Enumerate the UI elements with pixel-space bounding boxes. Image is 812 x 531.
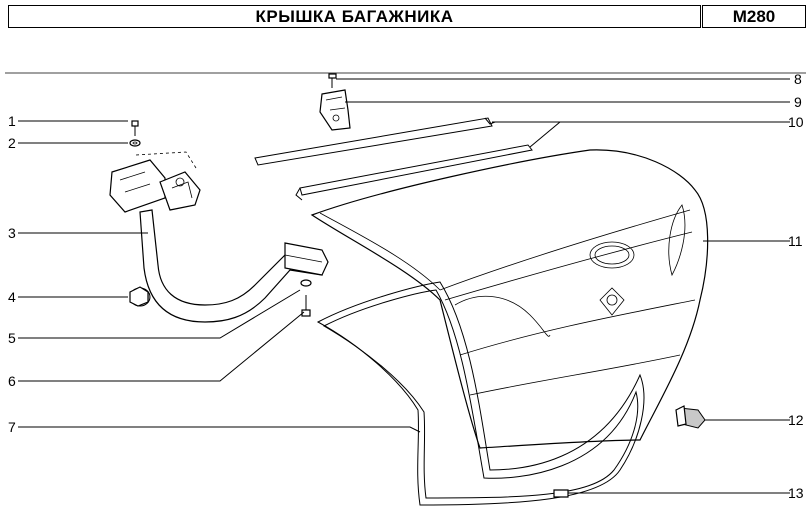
callout-2: 2: [8, 135, 16, 151]
diagram-title: КРЫШКА БАГАЖНИКА: [8, 5, 701, 28]
lock-latch-part-9: [319, 89, 351, 131]
trunk-lid: [310, 149, 709, 449]
callout-13: 13: [788, 485, 804, 501]
callout-1: 1: [8, 113, 16, 129]
callout-9: 9: [794, 94, 802, 110]
washer-part-5: [300, 279, 312, 287]
bolt-part-1: [131, 120, 139, 136]
diagram-code: M280: [702, 5, 806, 28]
callout-4: 4: [8, 289, 16, 305]
rods-part-10: [254, 117, 533, 201]
bump-stop-part-4: [129, 286, 151, 307]
callout-7: 7: [8, 419, 16, 435]
buffer-part-13: [553, 489, 569, 498]
callout-labels: 1 2 3 4 5 6 7 8 9 10 11 12 13: [8, 71, 804, 501]
callout-6: 6: [8, 373, 16, 389]
callout-5: 5: [8, 330, 16, 346]
callout-10: 10: [788, 114, 804, 130]
callout-8: 8: [794, 71, 802, 87]
lock-mechanism: [109, 151, 201, 213]
callout-11: 11: [788, 233, 803, 249]
lock-emblem: [599, 287, 625, 316]
screw-part-8: [328, 73, 337, 88]
callout-3: 3: [8, 225, 16, 241]
emblem-oval: [589, 241, 635, 269]
callout-12: 12: [788, 412, 804, 428]
hinge-arm: [139, 209, 329, 323]
washer-part-2: [129, 139, 141, 147]
plug-part-12: [675, 405, 706, 429]
leader-lines: [18, 78, 790, 494]
